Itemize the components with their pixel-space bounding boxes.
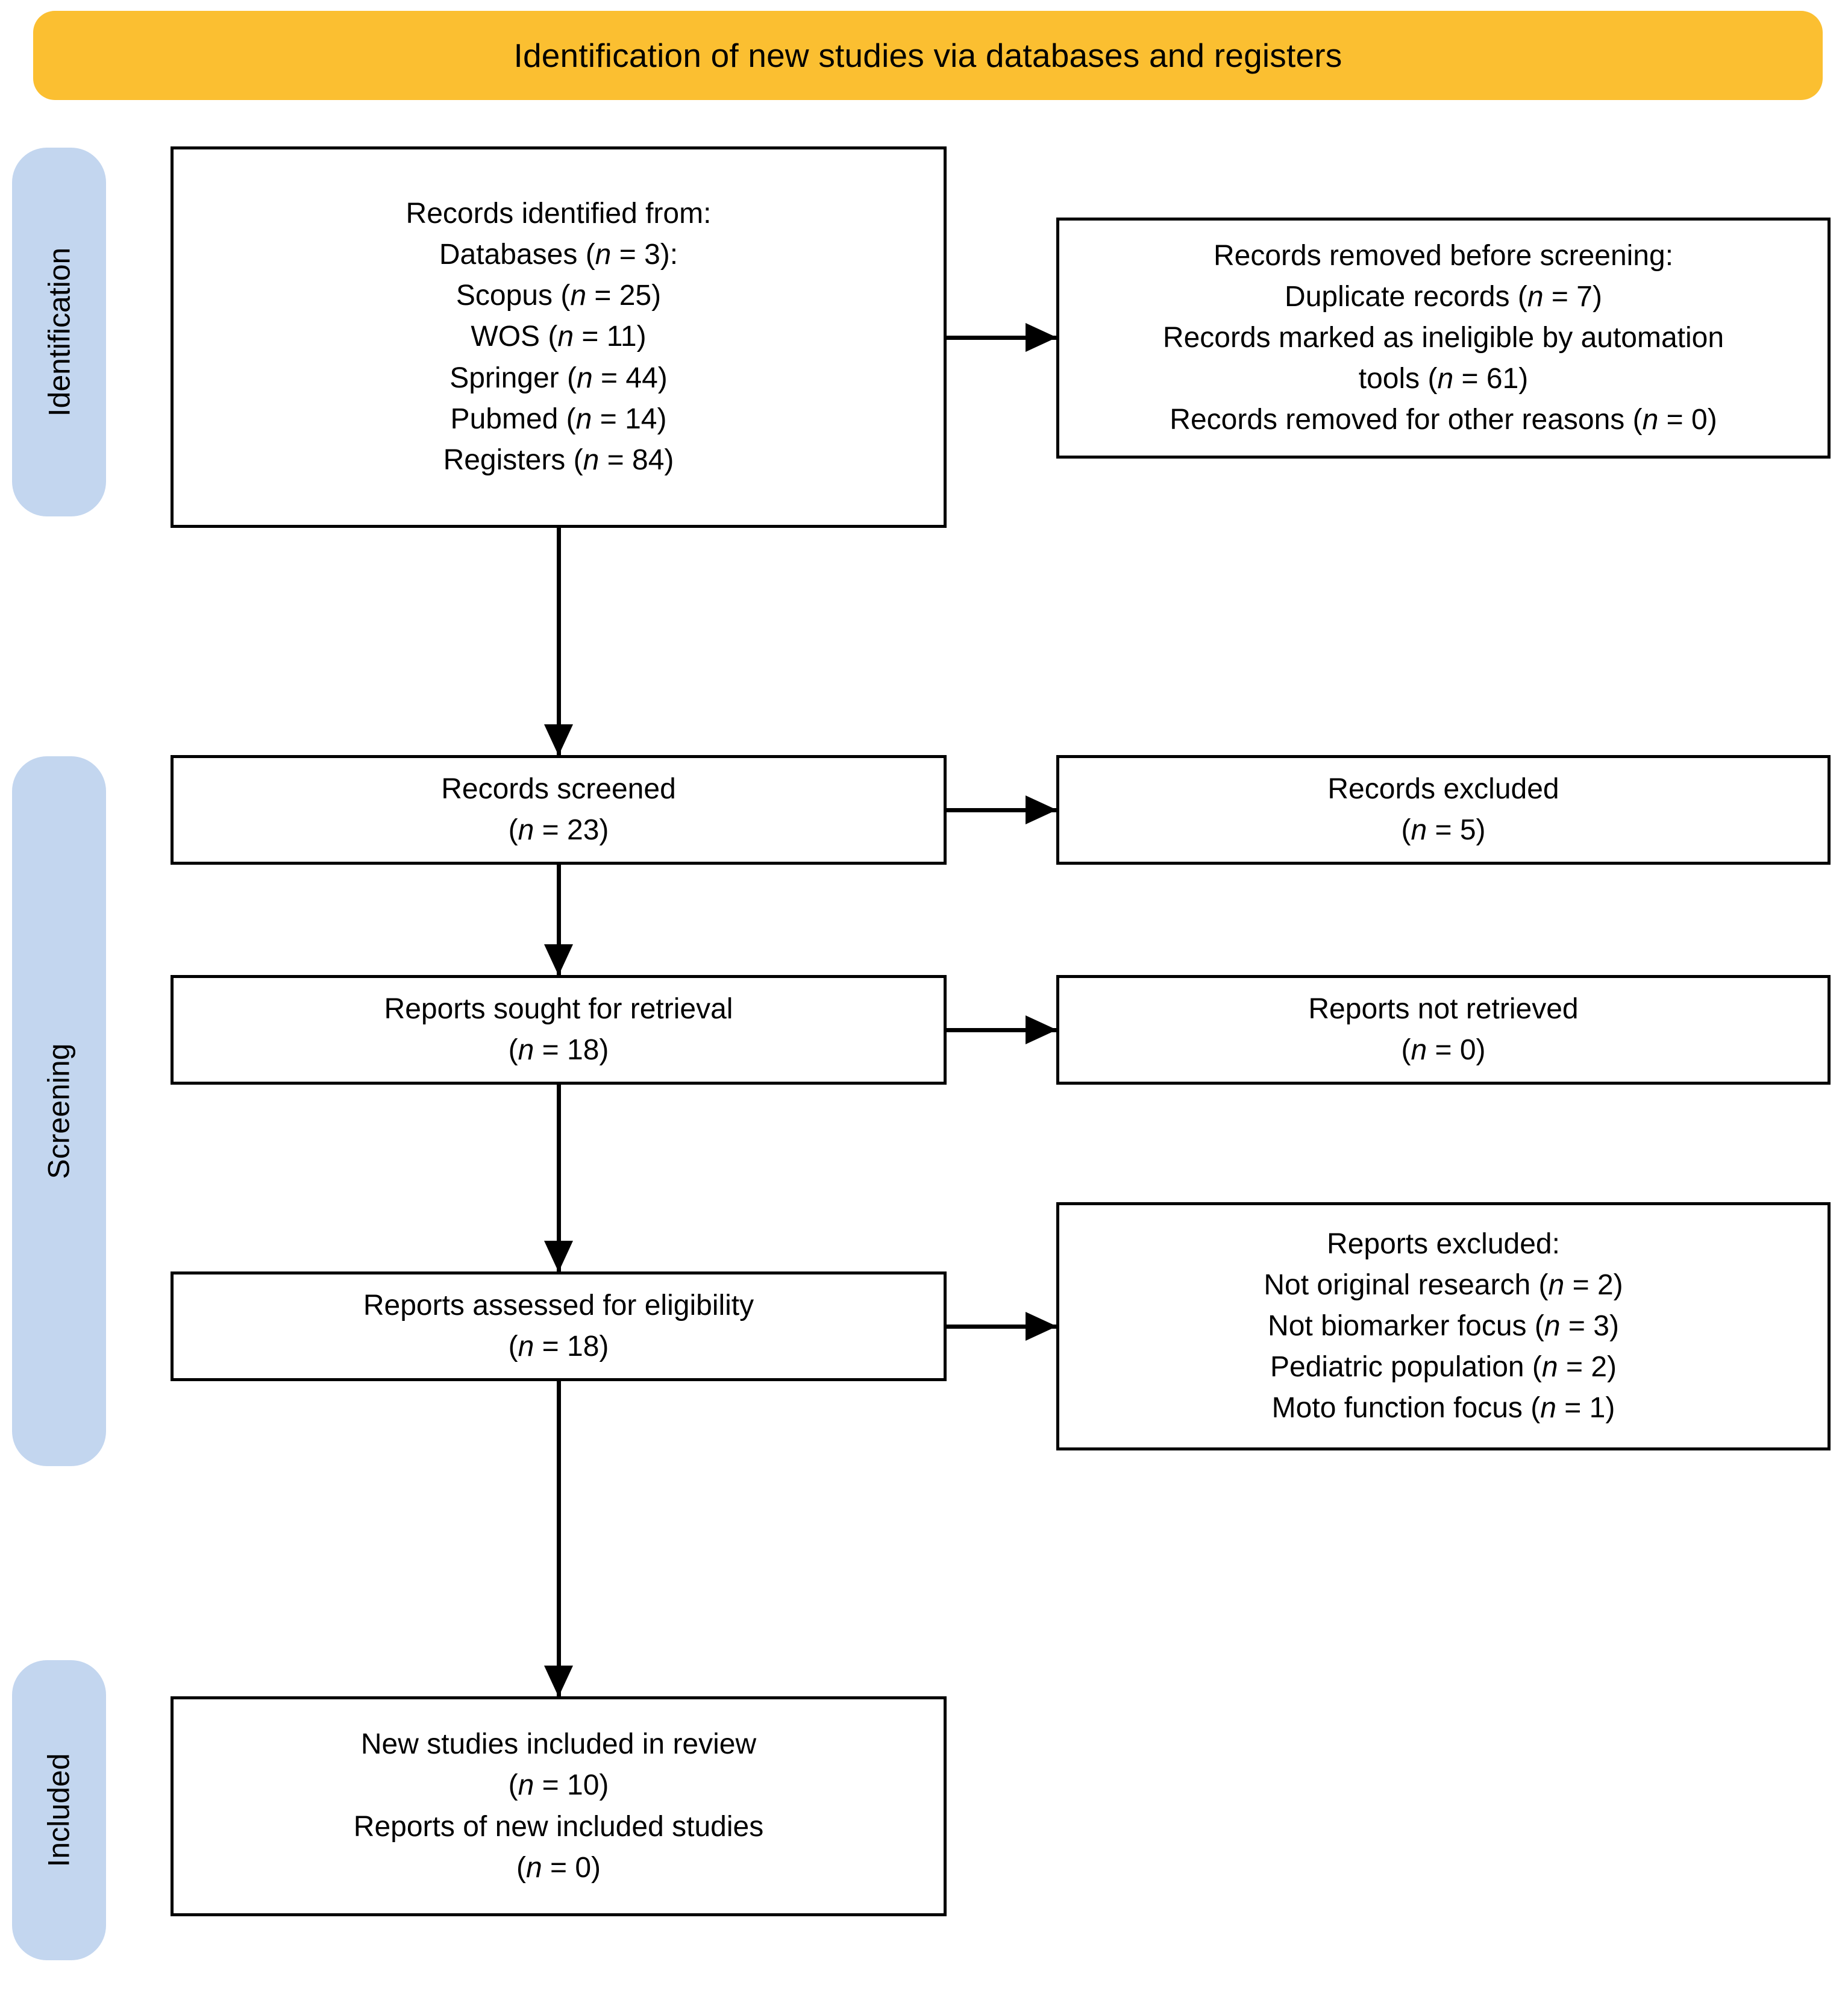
- box-records-screened: Records screened(n = 23): [171, 755, 947, 865]
- stage-label-included-text: Included: [42, 1753, 77, 1867]
- box-reports-excluded: Reports excluded:Not original research (…: [1056, 1202, 1831, 1450]
- box-reports-not-retrieved-text: Reports not retrieved(n = 0): [1308, 992, 1579, 1066]
- box-records-identified-from-text: Records identified from:Databases (n = 3…: [406, 197, 712, 476]
- arrow-shaft: [947, 808, 1056, 812]
- box-reports-assessed-for-eligibility-text: Reports assessed for eligibility(n = 18): [363, 1289, 754, 1362]
- arrow-shaft: [557, 528, 561, 755]
- diagram-header-banner: Identification of new studies via databa…: [33, 11, 1823, 100]
- arrow-shaft: [947, 1028, 1056, 1032]
- stage-label-screening-text: Screening: [42, 1043, 76, 1179]
- box-records-excluded: Records excluded(n = 5): [1056, 755, 1831, 865]
- box-reports-excluded-text: Reports excluded:Not original research (…: [1264, 1227, 1623, 1425]
- arrow-head-right-icon: [1026, 795, 1057, 824]
- stage-label-identification: Identification: [12, 148, 106, 516]
- box-reports-sought-for-retrieval: Reports sought for retrieval(n = 18): [171, 975, 947, 1085]
- arrow-head-right-icon: [1026, 1312, 1057, 1341]
- arrow-shaft: [557, 1381, 561, 1696]
- box-records-removed-before-screening-text: Records removed before screening:Duplica…: [1162, 239, 1724, 436]
- stage-label-included: Included: [12, 1660, 106, 1960]
- box-reports-sought-for-retrieval-text: Reports sought for retrieval(n = 18): [384, 992, 733, 1066]
- arrow-head-down-icon: [544, 944, 573, 976]
- arrow-shaft: [947, 1325, 1056, 1329]
- box-records-removed-before-screening: Records removed before screening:Duplica…: [1056, 218, 1831, 459]
- arrow-head-right-icon: [1026, 1015, 1057, 1044]
- stage-label-identification-text: Identification: [42, 247, 76, 417]
- arrow-shaft: [557, 865, 561, 975]
- arrow-head-down-icon: [544, 1241, 573, 1272]
- arrow-shaft: [557, 1085, 561, 1271]
- arrow-head-down-icon: [544, 724, 573, 756]
- box-reports-assessed-for-eligibility: Reports assessed for eligibility(n = 18): [171, 1271, 947, 1381]
- stage-label-screening: Screening: [12, 756, 106, 1466]
- box-new-studies-included-in-review-text: New studies included in review(n = 10)Re…: [353, 1728, 764, 1884]
- box-records-excluded-text: Records excluded(n = 5): [1327, 773, 1559, 846]
- box-reports-not-retrieved: Reports not retrieved(n = 0): [1056, 975, 1831, 1085]
- arrow-head-down-icon: [544, 1666, 573, 1697]
- arrow-shaft: [947, 336, 1056, 340]
- box-new-studies-included-in-review: New studies included in review(n = 10)Re…: [171, 1696, 947, 1916]
- box-records-screened-text: Records screened(n = 23): [441, 773, 676, 846]
- arrow-head-right-icon: [1026, 323, 1057, 352]
- diagram-title: Identification of new studies via databa…: [513, 36, 1342, 74]
- box-records-identified-from: Records identified from:Databases (n = 3…: [171, 146, 947, 528]
